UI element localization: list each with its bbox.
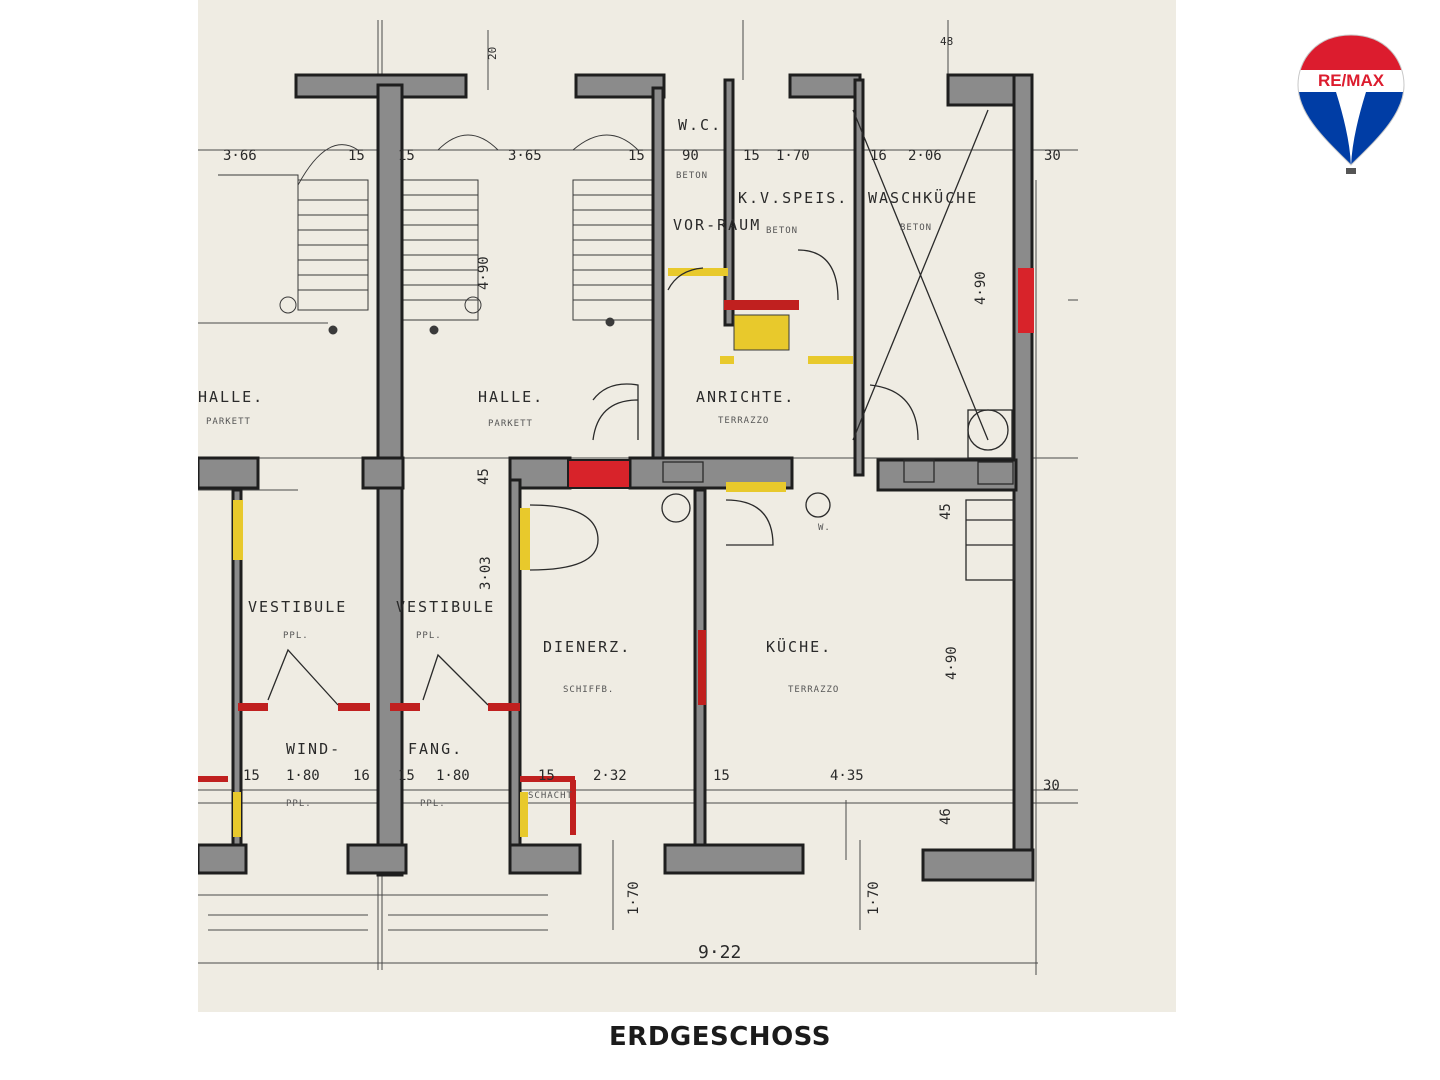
dim-15e: 15 (243, 768, 260, 784)
label-waschkueche: WASCHKÜCHE (868, 188, 978, 207)
note-w: W. (818, 523, 831, 533)
note-ppl-3: PPL. (286, 799, 312, 809)
dim-206: 2·06 (908, 148, 942, 164)
label-fang: FANG. (408, 740, 463, 758)
note-beton-3: BETON (900, 223, 932, 233)
dim-232: 2·32 (593, 768, 627, 784)
dim-45b: 45 (938, 503, 954, 520)
dim-170: 1·70 (776, 148, 810, 164)
label-kv-speis: K.V.SPEIS. (738, 189, 848, 207)
dim-30a: 30 (1044, 148, 1061, 164)
dim-15a: 15 (348, 148, 365, 164)
note-terrazzo-2: TERRAZZO (788, 685, 839, 695)
dim-46: 46 (938, 808, 954, 825)
note-beton-2: BETON (766, 226, 798, 236)
dim-922: 9·22 (698, 942, 741, 963)
note-parkett-1: PARKETT (206, 417, 251, 427)
dim-15c: 15 (628, 148, 645, 164)
dim-16: 16 (870, 148, 887, 164)
dim-15h: 15 (713, 768, 730, 784)
dim-180b: 1·80 (436, 768, 470, 784)
floor-caption: ERDGESCHOSS (609, 1022, 831, 1052)
dim-490a: 4·90 (476, 256, 492, 290)
label-kueche: KÜCHE. (766, 637, 832, 656)
dim-20: 20 (486, 47, 499, 60)
note-beton-1: BETON (676, 171, 708, 181)
dim-90: 90 (682, 148, 699, 164)
note-parkett-2: PARKETT (488, 419, 533, 429)
note-terrazzo-1: TERRAZZO (718, 416, 769, 426)
room-labels: W.C. K.V.SPEIS. WASCHKÜCHE VOR-RAUM HALL… (198, 116, 978, 801)
label-anrichte: ANRICHTE. (696, 388, 795, 406)
staircase-left (218, 144, 369, 314)
floor-notes: BETON BETON BETON PARKETT PARKETT TERRAZ… (206, 171, 932, 809)
dim-365: 3·65 (508, 148, 542, 164)
label-vestibule-left: VESTIBULE (248, 598, 347, 616)
dim-16b: 16 (353, 768, 370, 784)
dim-170b: 1·70 (866, 881, 882, 915)
dim-45a: 45 (476, 468, 492, 485)
label-halle: HALLE. (478, 388, 544, 406)
dim-15f: 15 (398, 768, 415, 784)
logo-text: RE/MAX (1318, 71, 1385, 90)
dim-30b: 30 (1043, 778, 1060, 794)
note-schiffb: SCHIFFB. (563, 685, 614, 695)
dim-170a: 1·70 (626, 881, 642, 915)
dim-490b: 4·90 (973, 271, 989, 305)
dim-15g: 15 (538, 768, 555, 784)
walls (198, 73, 1035, 882)
dim-366: 3·66 (223, 148, 257, 164)
note-ppl-2: PPL. (416, 631, 442, 641)
label-wind: WIND- (286, 740, 341, 758)
floor-plan-drawing: W.C. K.V.SPEIS. WASCHKÜCHE VOR-RAUM HALL… (198, 20, 1078, 975)
label-vestibule: VESTIBULE (396, 598, 495, 616)
dim-303: 3·03 (478, 556, 494, 590)
label-vorraum: VOR-RAUM (673, 216, 761, 234)
note-ppl-4: PPL. (420, 799, 446, 809)
note-ppl-1: PPL. (283, 631, 309, 641)
doors (267, 109, 1015, 706)
label-halle-left: HALLE. (198, 388, 264, 406)
colored-elements (198, 268, 1034, 837)
dim-180a: 1·80 (286, 768, 320, 784)
label-schacht: SCHACHT (528, 791, 573, 801)
dim-48: 48 (940, 35, 953, 48)
dim-435: 4·35 (830, 768, 864, 784)
dim-15b: 15 (398, 148, 415, 164)
floor-plan-image: W.C. K.V.SPEIS. WASCHKÜCHE VOR-RAUM HALL… (198, 0, 1176, 1012)
dim-490c: 4·90 (944, 646, 960, 680)
label-dienerz: DIENERZ. (543, 638, 631, 656)
dim-15d: 15 (743, 148, 760, 164)
remax-balloon-logo: RE/MAX (1297, 34, 1405, 174)
dimension-labels: 3·66 15 15 3·65 15 90 15 1·70 16 2·06 30… (223, 35, 1061, 963)
label-wc: W.C. (678, 116, 722, 134)
